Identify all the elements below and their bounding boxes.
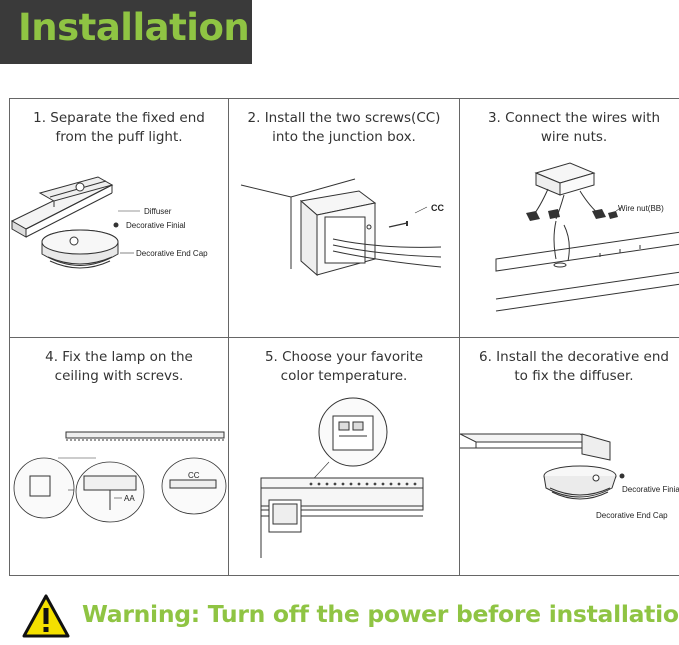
grid-divider <box>10 337 679 338</box>
step-4-illustration: AA CC <box>13 431 227 523</box>
step-2-line1: 2. Install the two screws(CC) <box>247 110 441 126</box>
step-5-panel: 5. Choose your favorite color temperatur… <box>229 338 459 576</box>
step-1-illustration: Diffuser Decorative Finial Decorative En… <box>10 176 208 269</box>
step-6-panel: 6. Install the decorative end to fix the… <box>460 338 679 576</box>
step-4-line2: ceiling with screvs. <box>54 368 184 384</box>
instruction-grid: 1. Separate the fixed end from the puff … <box>9 98 679 576</box>
step-1-line2: from the puff light. <box>55 129 183 145</box>
step-2-line2: into the junction box. <box>272 129 416 145</box>
title-banner: Installation <box>0 0 252 64</box>
label-decorative-finial: Decorative Finial <box>622 485 679 494</box>
step-1-line1: 1. Separate the fixed end <box>33 110 205 126</box>
step-2-panel: 2. Install the two screws(CC) into the j… <box>229 99 459 337</box>
step-6-line1: 6. Install the decorative end <box>479 349 669 365</box>
label-decorative-end-cap: Decorative End Cap <box>596 511 668 520</box>
label-aa: AA <box>124 494 135 503</box>
step-3-text: 3. Connect the wires with wire nuts. <box>460 109 679 147</box>
step-3-panel: 3. Connect the wires with wire nuts. <box>460 99 679 337</box>
step-4-text: 4. Fix the lamp on the ceiling with scre… <box>10 348 228 386</box>
step-3-illustration: Wire nut(BB) <box>495 162 679 312</box>
label-decorative-end-cap: Decorative End Cap <box>136 249 208 258</box>
step-6-line2: to fix the diffuser. <box>514 368 634 384</box>
label-cc: CC <box>188 471 200 480</box>
step-4-panel: 4. Fix the lamp on the ceiling with scre… <box>10 338 228 576</box>
warning-triangle-icon <box>22 594 70 638</box>
step-1-text: 1. Separate the fixed end from the puff … <box>10 109 228 147</box>
step-5-text: 5. Choose your favorite color temperatur… <box>229 348 459 386</box>
step-6-text: 6. Install the decorative end to fix the… <box>460 348 679 386</box>
step-1-panel: 1. Separate the fixed end from the puff … <box>10 99 228 337</box>
step-2-illustration: CC <box>240 178 444 277</box>
step-3-line1: 3. Connect the wires with <box>487 110 661 126</box>
step-3-line2: wire nuts. <box>540 129 608 145</box>
label-wire-nut: Wire nut(BB) <box>618 204 664 213</box>
label-cc-screws: CC <box>431 203 444 213</box>
step-5-line2: color temperature. <box>280 368 408 384</box>
warning-banner: Warning: Turn off the power before insta… <box>22 594 679 644</box>
step-6-illustration: Decorative Finial Decorative End Cap <box>460 433 679 520</box>
label-decorative-finial: Decorative Finial <box>126 221 186 230</box>
label-diffuser: Diffuser <box>144 207 172 216</box>
warning-text: Warning: Turn off the power before insta… <box>82 600 679 628</box>
step-5-illustration <box>260 397 424 558</box>
step-4-line1: 4. Fix the lamp on the <box>45 349 193 365</box>
page-title: Installation <box>18 6 250 49</box>
step-2-text: 2. Install the two screws(CC) into the j… <box>229 109 459 147</box>
step-5-line1: 5. Choose your favorite <box>264 349 424 365</box>
